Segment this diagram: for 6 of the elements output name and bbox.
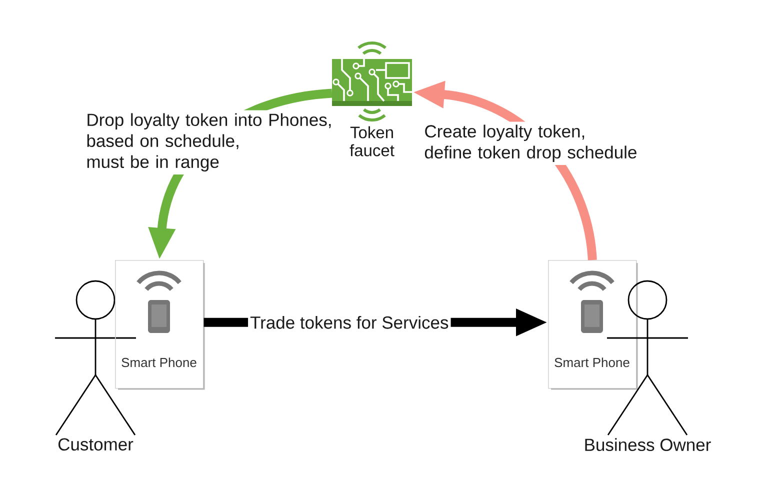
- person-name: Business Owner: [585, 438, 711, 452]
- icon-caption: Token faucet: [350, 126, 394, 156]
- edge-label: Drop loyalty token into Phones, based on schedule, must be in range: [83, 110, 340, 174]
- person-name: Customer: [58, 438, 134, 451]
- edge-label: Create loyalty token, define token drop schedule: [421, 122, 650, 165]
- edge-label: Trade tokens for Services: [248, 314, 451, 331]
